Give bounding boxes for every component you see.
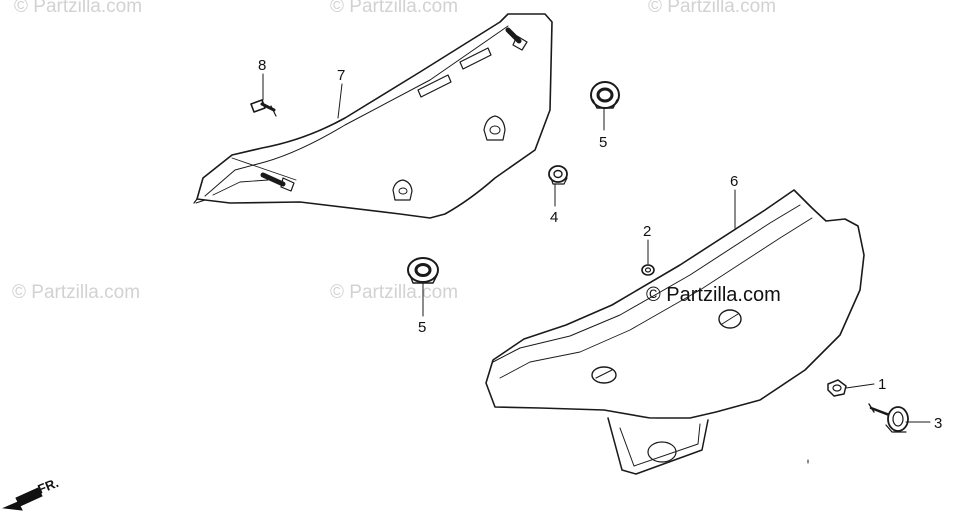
callout-6: 6 <box>730 173 738 190</box>
watermark-top-right: © Partzilla.com <box>648 0 777 17</box>
callout-2: 2 <box>643 223 651 240</box>
callout-1: 1 <box>878 376 886 393</box>
front-direction-label: FR. <box>36 475 61 497</box>
part-8-screw <box>250 99 277 117</box>
part-1-screw <box>827 379 847 397</box>
part-2-collar <box>641 264 655 276</box>
callout-4: 4 <box>550 209 558 226</box>
part-5-grommet-top <box>590 81 620 109</box>
watermark-mid-left: © Partzilla.com <box>12 282 141 303</box>
leader-lines <box>262 73 931 423</box>
watermark-main: © Partzilla.com <box>646 284 781 306</box>
watermark-top-center: © Partzilla.com <box>330 0 459 17</box>
watermark-mid-center: © Partzilla.com <box>330 282 459 303</box>
callout-5-top: 5 <box>599 134 607 151</box>
part-4-grommet <box>548 165 568 185</box>
part-5-grommet-bottom <box>407 257 439 284</box>
callout-5-bottom: 5 <box>418 319 426 336</box>
watermark-top-left: © Partzilla.com <box>14 0 143 17</box>
callout-8: 8 <box>258 57 266 74</box>
callout-3: 3 <box>934 415 942 432</box>
front-direction-arrow: FR. <box>2 475 61 511</box>
callout-7: 7 <box>337 67 345 84</box>
part-7-left-side-cover <box>193 13 553 219</box>
part-6-right-side-cover <box>485 189 865 475</box>
part-3-fastener <box>868 403 909 433</box>
